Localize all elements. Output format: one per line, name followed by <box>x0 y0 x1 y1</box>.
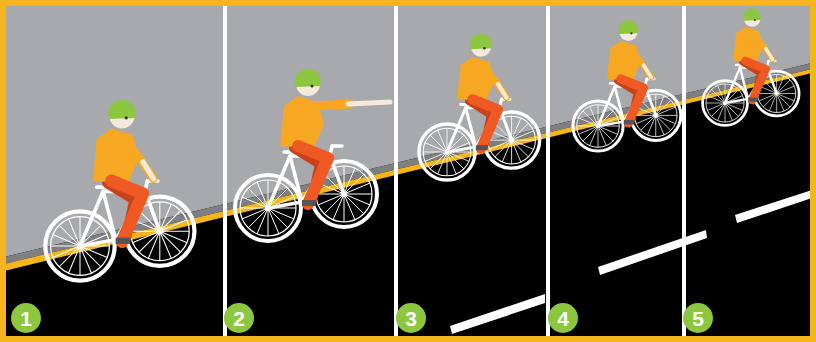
cyclist <box>573 20 681 151</box>
cyclist-signaling <box>235 69 390 241</box>
callout-text: 3 <box>405 308 417 329</box>
panel-dividers <box>223 0 686 342</box>
lane-dash <box>598 230 707 275</box>
callout-number: 5 <box>683 303 713 333</box>
lane-dash <box>735 190 812 223</box>
callout-number: 3 <box>396 303 426 333</box>
lane-dash <box>450 294 545 334</box>
callout-number: 2 <box>224 303 254 333</box>
callout-text: 5 <box>692 308 704 329</box>
frame <box>3 3 813 339</box>
sidewalk <box>0 0 816 258</box>
callout-number: 1 <box>11 303 41 333</box>
cyclist <box>45 100 194 281</box>
callout-number: 4 <box>548 303 578 333</box>
cyclist <box>703 8 800 125</box>
callout-text: 1 <box>20 308 32 329</box>
cyclist <box>419 34 540 180</box>
callout-text: 2 <box>233 308 245 329</box>
callout-text: 4 <box>557 308 569 329</box>
